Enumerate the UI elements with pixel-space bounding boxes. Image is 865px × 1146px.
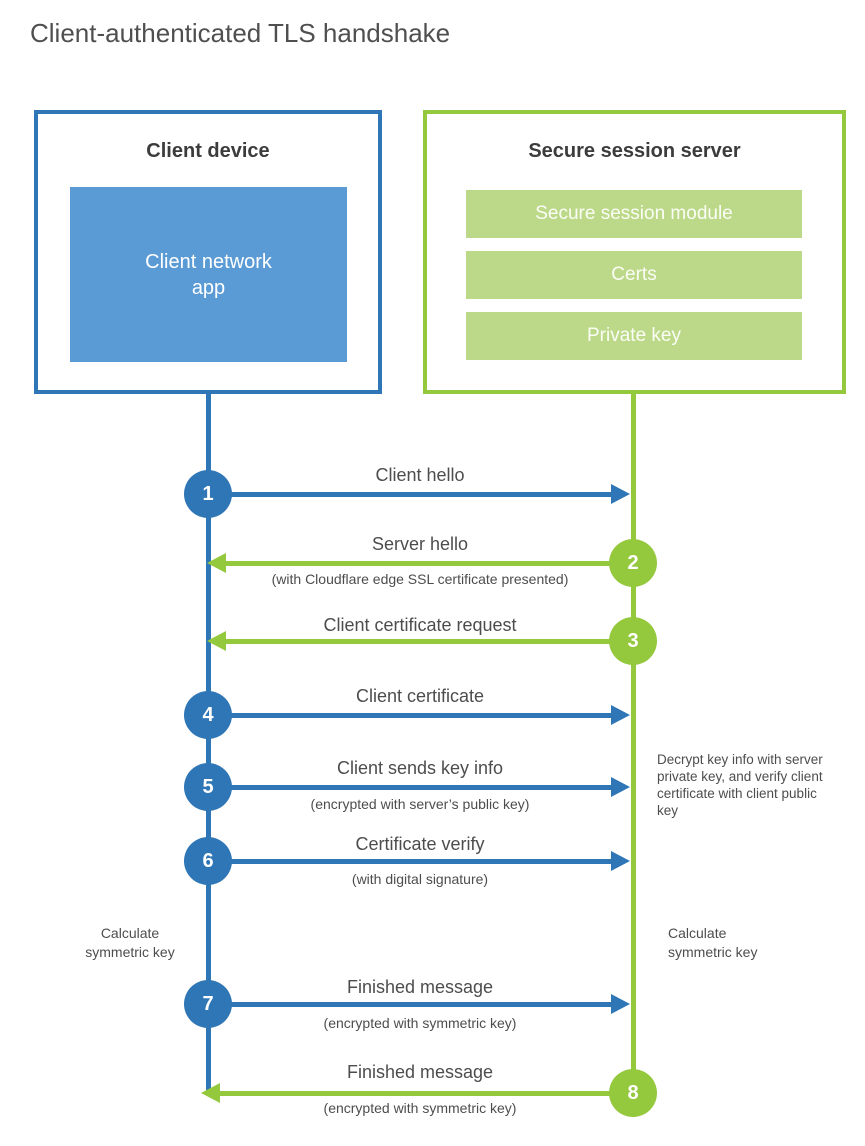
step-5-circle: 5 — [184, 763, 232, 811]
step-7-sublabel: (encrypted with symmetric key) — [323, 1015, 517, 1031]
step-7-label: Finished message — [346, 977, 494, 997]
arrow-shaft — [231, 713, 615, 718]
page-title: Client-authenticated TLS handshake — [30, 18, 451, 48]
step-8-circle: 8 — [609, 1069, 657, 1117]
step-1-arrow — [231, 484, 630, 504]
step-7-circle: 7 — [184, 980, 232, 1028]
step-1-label: Client hello — [375, 465, 465, 485]
arrowhead-right-icon — [611, 705, 630, 725]
step-3-circle: 3 — [609, 617, 657, 665]
arrowhead-right-icon — [611, 484, 630, 504]
step-3-label: Client certificate request — [323, 615, 517, 635]
server-calculate-symmetric-key-note: Calculate symmetric key — [668, 925, 758, 960]
arrow-shaft — [231, 785, 615, 790]
step-4-label: Client certificate — [355, 686, 485, 706]
server-module-certs: Certs — [466, 251, 802, 299]
step-6-sublabel: (with digital signature) — [351, 871, 489, 887]
step-5-label: Client sends key info — [336, 758, 504, 778]
arrowhead-left-icon — [201, 1083, 220, 1103]
client-calculate-symmetric-key-note: Calculate symmetric key — [85, 925, 175, 960]
server-decrypt-key-info-note: Decrypt key info with server private key… — [657, 752, 823, 818]
step-8-arrow — [201, 1083, 611, 1103]
client-network-app-box: Client network app — [70, 187, 347, 362]
step-2-circle: 2 — [609, 539, 657, 587]
step-6-arrow — [231, 851, 630, 871]
step-5-arrow — [231, 777, 630, 797]
arrow-shaft — [231, 492, 615, 497]
arrow-shaft — [222, 639, 611, 644]
step-5-sublabel: (encrypted with server’s public key) — [310, 796, 530, 812]
arrowhead-right-icon — [611, 994, 630, 1014]
arrowhead-left-icon — [207, 631, 226, 651]
step-4-arrow — [231, 705, 630, 725]
arrow-shaft — [222, 561, 611, 566]
arrowhead-right-icon — [611, 777, 630, 797]
step-4-circle: 4 — [184, 691, 232, 739]
server-module-private-key: Private key — [466, 312, 802, 360]
step-6-circle: 6 — [184, 837, 232, 885]
arrow-shaft — [231, 859, 615, 864]
arrow-shaft — [216, 1091, 611, 1096]
arrow-shaft — [231, 1002, 615, 1007]
step-8-label: Finished message — [346, 1062, 494, 1082]
step-6-label: Certificate verify — [355, 834, 485, 854]
client-device-title: Client device — [146, 140, 270, 162]
step-1-circle: 1 — [184, 470, 232, 518]
arrowhead-left-icon — [207, 553, 226, 573]
step-2-arrow — [207, 553, 611, 573]
arrowhead-right-icon — [611, 851, 630, 871]
secure-session-server-title: Secure session server — [528, 140, 741, 162]
server-module-secure-session: Secure session module — [466, 190, 802, 238]
server-lifeline — [631, 394, 636, 1093]
step-2-sublabel: (with Cloudflare edge SSL certificate pr… — [271, 571, 569, 587]
step-7-arrow — [231, 994, 630, 1014]
step-3-arrow — [207, 631, 611, 651]
step-2-label: Server hello — [371, 534, 469, 554]
client-lifeline — [206, 394, 211, 1095]
step-8-sublabel: (encrypted with symmetric key) — [323, 1100, 517, 1116]
